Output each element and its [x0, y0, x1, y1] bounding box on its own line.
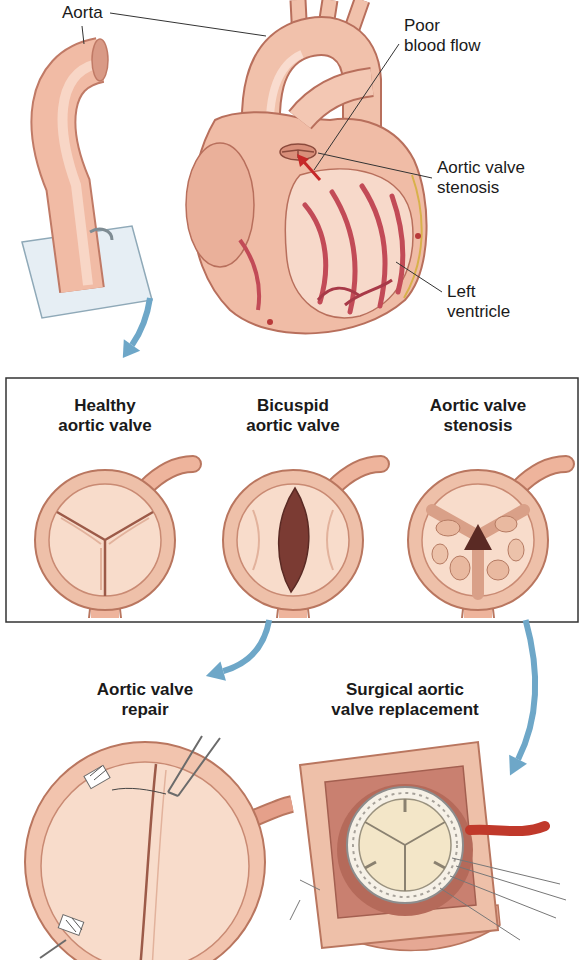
valve-repair-illustration — [58, 765, 110, 935]
aorta-specimen — [92, 39, 108, 81]
callout-label: Poor blood flow — [404, 16, 484, 57]
stenotic-valve — [432, 544, 448, 564]
valve-panel: Aortic valve repair — [40, 676, 250, 960]
callout-text: Poor blood flow — [404, 16, 484, 57]
valve-replacement-illustration — [290, 880, 320, 920]
valve-repair-illustration — [152, 770, 166, 960]
panel-heading: Bicuspid aortic valve — [241, 396, 346, 437]
heart-illustration — [300, 82, 372, 120]
valve-panel: Bicuspid aortic valve — [208, 392, 378, 620]
valve-replacement-illustration — [300, 742, 498, 948]
bicuspid-valve — [223, 464, 381, 618]
valve-repair-illustration — [25, 742, 265, 960]
stenotic-valve — [408, 464, 566, 618]
heart-illustration — [415, 233, 421, 239]
healthy-valve — [35, 464, 193, 618]
heart-illustration — [300, 82, 372, 120]
valve-repair-illustration — [58, 915, 83, 936]
stenotic-valve — [436, 520, 460, 536]
heart-illustration — [314, 44, 399, 170]
valve-replacement-illustration — [290, 742, 566, 950]
panel-heading: Aortic valve stenosis — [426, 396, 531, 437]
panel-heading: Surgical aortic valve replacement — [326, 680, 484, 721]
valve-replacement-illustration — [353, 793, 457, 897]
callout-text: Aorta — [62, 3, 142, 23]
flow-arrow — [206, 620, 269, 681]
heart-illustration — [297, 154, 309, 167]
valve-repair-illustration — [168, 736, 220, 796]
valve-replacement-illustration — [347, 787, 463, 903]
healthy-valve — [35, 464, 193, 618]
flow-arrow — [509, 620, 535, 775]
valve-replacement-illustration — [365, 822, 445, 891]
healthy-valve — [57, 512, 153, 596]
arrow-head — [206, 661, 226, 680]
callout-label: Left ventricle — [447, 282, 527, 323]
valve-panel: Surgical aortic valve replacement — [300, 676, 510, 960]
panel-heading: Healthy aortic valve — [53, 396, 158, 437]
heart-illustration — [318, 153, 432, 178]
arrow-shaft — [223, 620, 269, 671]
valve-replacement-illustration — [440, 858, 566, 940]
valve-panel: Aortic valve stenosis — [393, 392, 563, 620]
valve-replacement-illustration — [359, 799, 451, 891]
arrow-head — [509, 755, 527, 776]
aorta-specimen — [132, 298, 150, 345]
valve-repair-illustration — [41, 762, 249, 960]
bicuspid-valve — [223, 464, 381, 618]
stenotic-valve — [495, 516, 517, 532]
callout-label: Aorta — [62, 3, 142, 23]
stenotic-valve — [508, 539, 524, 561]
aorta-specimen — [63, 64, 96, 285]
aorta-specimen — [90, 229, 112, 240]
stenotic-valve — [450, 556, 470, 580]
heart-illustration — [305, 186, 403, 312]
valve-panel: Healthy aortic valve — [20, 392, 190, 620]
heart-illustration — [240, 240, 259, 310]
panel-frame — [6, 378, 578, 622]
stenotic-valve — [432, 510, 524, 594]
aorta-specimen — [110, 13, 266, 36]
valve-replacement-illustration — [365, 799, 445, 868]
heart-illustration — [318, 280, 392, 305]
aorta-specimen — [53, 60, 100, 290]
stenotic-valve — [408, 464, 566, 618]
valve-replacement-illustration — [325, 766, 476, 918]
valve-repair-illustration — [112, 788, 166, 794]
panel-heading: Aortic valve repair — [93, 680, 198, 721]
healthy-valve — [61, 518, 149, 590]
stenotic-valve — [487, 560, 509, 580]
heart-illustration — [396, 262, 442, 292]
arrow-shaft — [518, 620, 535, 759]
valve-repair-illustration — [66, 766, 106, 932]
heart-illustration — [404, 175, 422, 298]
valve-repair-illustration — [40, 940, 66, 958]
aorta-specimen — [53, 60, 100, 290]
heart-illustration — [285, 169, 413, 318]
heart-illustration — [267, 319, 273, 325]
callout-text: Aortic valve stenosis — [437, 158, 557, 199]
bicuspid-valve — [253, 510, 333, 570]
callout-label: Aortic valve stenosis — [437, 158, 557, 199]
aorta-specimen — [82, 26, 84, 44]
callout-text: Left ventricle — [447, 282, 527, 323]
valve-repair-illustration — [25, 736, 292, 960]
heart-illustration — [186, 0, 442, 333]
stenotic-valve — [464, 524, 492, 550]
aorta-specimen — [123, 339, 140, 358]
bicuspid-valve — [279, 488, 309, 592]
valve-replacement-illustration — [470, 826, 545, 831]
